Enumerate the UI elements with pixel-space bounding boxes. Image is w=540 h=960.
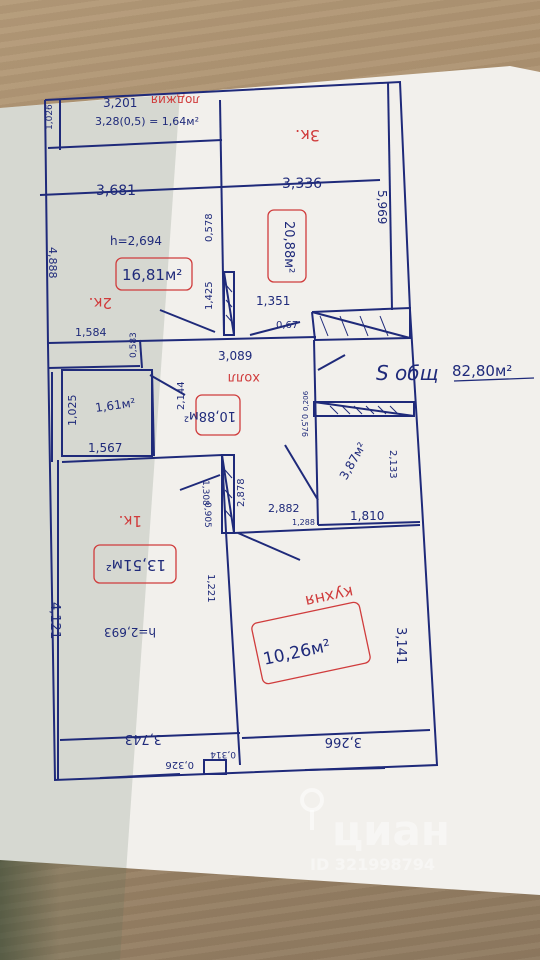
room1-label: 1к.: [119, 512, 142, 530]
wall-hatching: [224, 284, 399, 519]
balcony-width: 3,201: [103, 96, 137, 110]
hall-dim-e: 1,288: [292, 518, 315, 527]
room2-dim-inner: 0,578: [204, 213, 215, 242]
wc-height: 2,133: [387, 450, 398, 479]
hall-dim-c: 2,878: [236, 478, 247, 507]
room1-height: h=2,693: [104, 625, 156, 639]
wc-width: 1,810: [350, 509, 384, 523]
hall-dim-g: 0,576: [300, 414, 309, 437]
room1-length: 4,121: [47, 602, 62, 639]
balcony-label: лоджия: [151, 93, 200, 107]
room2-notch: 0,67: [276, 320, 298, 331]
balcony-calc: 3,28(0,5) = 1,64м²: [95, 115, 199, 128]
room2-area: 16,81м²: [122, 266, 182, 284]
hall-dim-a: 2,144: [176, 381, 187, 410]
room1-dim-a: 1,221: [205, 574, 216, 603]
outer-wall: [44, 80, 439, 782]
hall-dim-f: 0,206: [302, 390, 310, 411]
hall-area: 10,88м²: [184, 408, 236, 423]
paper-shade: [0, 94, 180, 960]
balcony-wall: [47, 139, 223, 149]
room2-label: 2к.: [89, 294, 112, 312]
room2-door: 1,351: [256, 294, 290, 308]
hall-label: холл: [228, 370, 260, 385]
room3-length: 5,969: [375, 190, 389, 224]
watermark: циан ID 321998794: [300, 788, 450, 874]
area-boxes: [93, 209, 371, 685]
hall-dim-b: 1,308: [200, 480, 210, 506]
hall-dim-d: 2,882: [268, 502, 300, 515]
room1-width: 3,743: [125, 731, 162, 746]
room1-dim-b: 0,905: [202, 502, 212, 528]
room2-dim-b: 1,425: [204, 281, 215, 310]
total-value: 82,80м²: [452, 362, 512, 380]
room2-width: 3,681: [96, 183, 136, 199]
bath-width: 1,567: [88, 441, 122, 455]
room3-label: 3к.: [295, 126, 320, 145]
room3-width: 3,336: [282, 176, 322, 192]
hall-width: 3,089: [218, 349, 252, 363]
room2-dim-d: 0,583: [129, 332, 139, 358]
bath-area: 1,61м²: [94, 395, 136, 415]
watermark-id: ID 321998794: [310, 855, 435, 874]
total-label: S общ: [376, 361, 438, 385]
paper-sheet: [0, 66, 540, 895]
room2-dim-c: 1,584: [75, 326, 107, 339]
plan-walls: [39, 80, 439, 782]
room1-dim-d: 0,314: [210, 749, 236, 759]
room3-area: 20,88м²: [281, 221, 296, 273]
watermark-brand: циан: [332, 806, 450, 855]
kitchen-width: 3,266: [325, 734, 362, 749]
room1-dim-c: 0,326: [165, 759, 194, 770]
kitchen-length: 3,141: [393, 627, 408, 664]
bath-height: 1,025: [66, 395, 79, 427]
room2-dim-left: 4,888: [46, 247, 59, 279]
balcony-side: 1,026: [45, 104, 55, 130]
room1-area: 13,51м²: [106, 556, 166, 574]
room2-height: h=2,694: [110, 234, 162, 248]
